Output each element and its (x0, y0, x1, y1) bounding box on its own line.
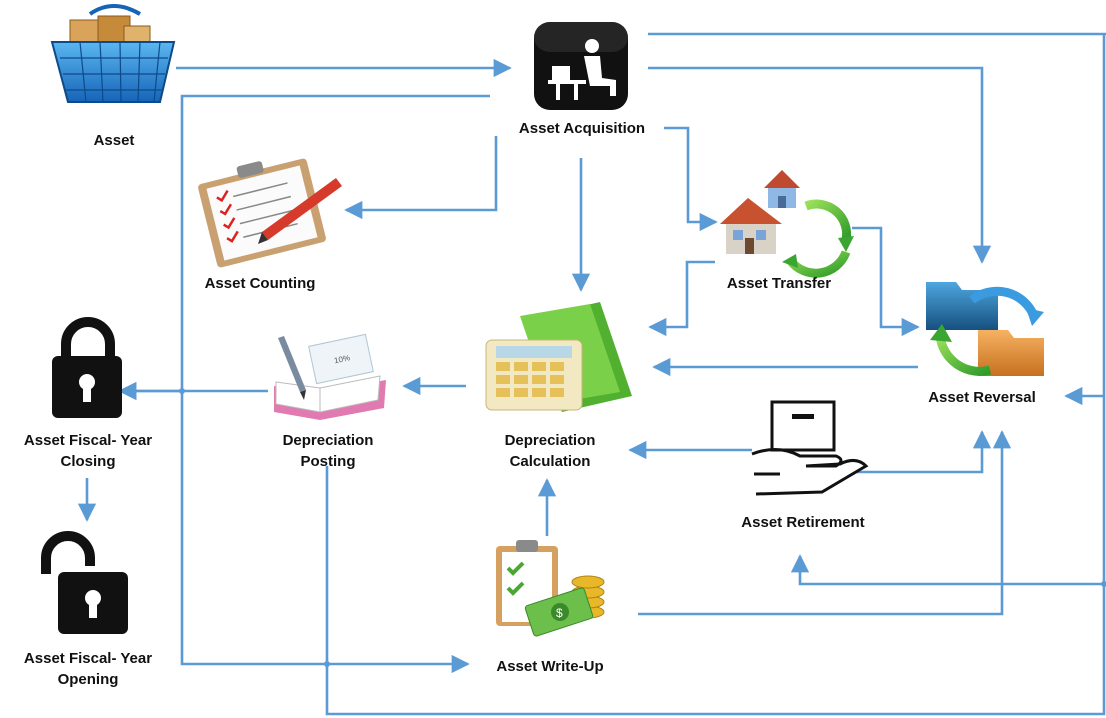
node-fiscal-opening-label: Asset Fiscal- Year Opening (24, 648, 152, 690)
closed-padlock-icon (52, 317, 122, 418)
node-depreciation-posting-line1: Depreciation (282, 432, 374, 449)
arrow-right-to-retirement (790, 554, 1104, 586)
arrow-retirement-to-reversal (856, 430, 992, 474)
node-retirement-label: Asset Retirement (741, 514, 865, 531)
node-counting-label: Asset Counting (204, 275, 316, 292)
node-asset-label: Asset (93, 132, 135, 149)
arrow-acquisition-to-transfer (664, 126, 718, 232)
svg-text:$: $ (556, 606, 563, 620)
node-depreciation-posting-label: Depreciation Posting (283, 430, 374, 472)
arrow-transfer-to-reversal (852, 226, 920, 337)
node-depreciation-posting-line2: Posting (300, 453, 356, 470)
shopping-basket-icon (50, 4, 176, 103)
node-write-up-label: Asset Write-Up (496, 658, 604, 675)
clipboard-checklist-icon (198, 158, 342, 268)
node-depreciation-calculation-label: Depreciation Calculation (505, 430, 596, 472)
arrow-acquisition-to-counting (344, 136, 498, 220)
svg-text:10%: 10% (333, 353, 351, 365)
node-fiscal-closing-line1: Asset Fiscal- Year (23, 432, 153, 449)
folders-reverse-icon (926, 282, 1044, 376)
arrow-right-to-reversal (325, 34, 1106, 716)
node-fiscal-closing-line2: Closing (60, 453, 116, 470)
arrow-writeup-to-reversal (638, 430, 1012, 616)
houses-transfer-icon (720, 170, 854, 278)
node-fiscal-closing-label: Asset Fiscal- Year Closing (24, 430, 152, 472)
node-transfer-label: Asset Transfer (726, 275, 832, 292)
connectors (77, 32, 1106, 716)
hand-box-icon (751, 400, 869, 496)
person-at-computer-icon (534, 22, 628, 110)
node-fiscal-opening-line1: Asset Fiscal- Year (23, 650, 153, 667)
node-depreciation-calculation-line1: Depreciation (504, 432, 596, 449)
junction-dots (179, 388, 1106, 667)
arrow-transfer-to-calculation (648, 260, 715, 337)
node-depreciation-calculation-line2: Calculation (509, 453, 591, 470)
node-acquisition-label: Asset Acquisition (518, 120, 646, 137)
checklist-money-icon: $ (496, 540, 605, 637)
node-reversal-label: Asset Reversal (928, 389, 1036, 406)
arrow-acquisition-to-reversal (648, 66, 992, 264)
open-padlock-icon (41, 531, 128, 634)
calculator-folder-icon (485, 302, 632, 412)
node-fiscal-opening-line2: Opening (57, 671, 119, 688)
journal-pen-icon: 10% (274, 333, 386, 420)
